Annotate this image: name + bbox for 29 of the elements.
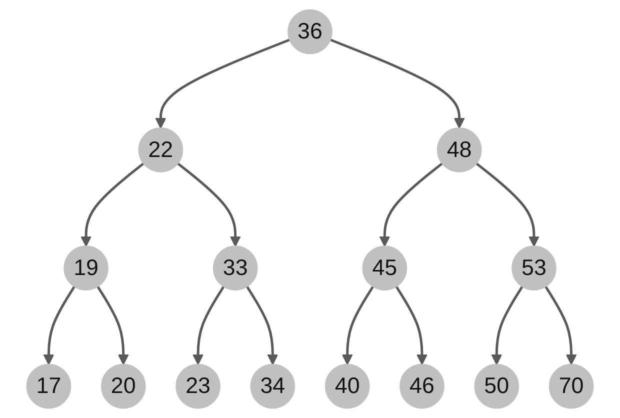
node-circle: 34 xyxy=(250,364,296,409)
node-circle: 23 xyxy=(176,364,220,409)
arrow xyxy=(395,286,428,365)
node-circle: 46 xyxy=(400,364,444,409)
arrow xyxy=(379,162,443,247)
node-circle: 70 xyxy=(548,364,594,409)
arrow xyxy=(80,162,144,247)
node-circle: 50 xyxy=(474,364,520,409)
node-circle: 20 xyxy=(100,364,146,409)
node-circle: 40 xyxy=(324,364,370,409)
node-circle: 45 xyxy=(362,246,408,290)
arrow xyxy=(491,286,524,365)
arrow xyxy=(43,286,76,365)
arrow xyxy=(330,38,465,129)
node-circle: 22 xyxy=(138,128,184,172)
arrow xyxy=(544,286,577,365)
arrow xyxy=(96,286,129,365)
node-circle: 17 xyxy=(26,364,72,409)
arrow xyxy=(177,162,241,247)
node-circle: 36 xyxy=(288,9,332,54)
arrow xyxy=(192,286,225,365)
node-circle: 53 xyxy=(512,246,556,290)
arrow xyxy=(476,162,540,247)
arrow xyxy=(155,38,290,129)
node-circle: 48 xyxy=(436,128,482,172)
arrow xyxy=(342,286,374,365)
node-circle: 33 xyxy=(212,246,258,290)
arrow xyxy=(246,286,278,365)
node-circle: 19 xyxy=(64,246,108,290)
